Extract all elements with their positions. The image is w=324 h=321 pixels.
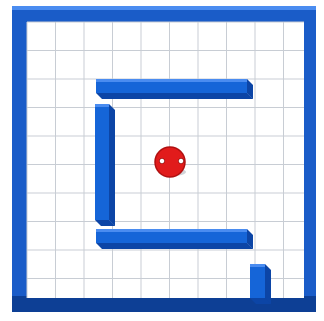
wall-side-face	[265, 264, 271, 304]
wall-top-highlight	[96, 229, 247, 232]
agent-left-eye	[159, 158, 164, 163]
red-ball-agent[interactable]	[155, 147, 186, 177]
wall-top-highlight	[95, 104, 109, 107]
wall-top-bar	[96, 79, 253, 99]
wall-top-highlight	[250, 264, 265, 267]
wall-bottom-bar	[96, 229, 253, 249]
wall-side-face	[109, 104, 115, 226]
agent-right-eye	[178, 158, 183, 163]
wall-left-bar	[95, 104, 115, 226]
wall-bottom-face	[96, 243, 253, 249]
wall-bottom-face	[96, 93, 253, 99]
wall-front-face	[250, 264, 265, 298]
wall-front-face	[95, 104, 109, 220]
wall-top-highlight	[96, 79, 247, 82]
outer-wall-highlight	[12, 6, 316, 10]
wall-corner-post	[250, 264, 271, 304]
